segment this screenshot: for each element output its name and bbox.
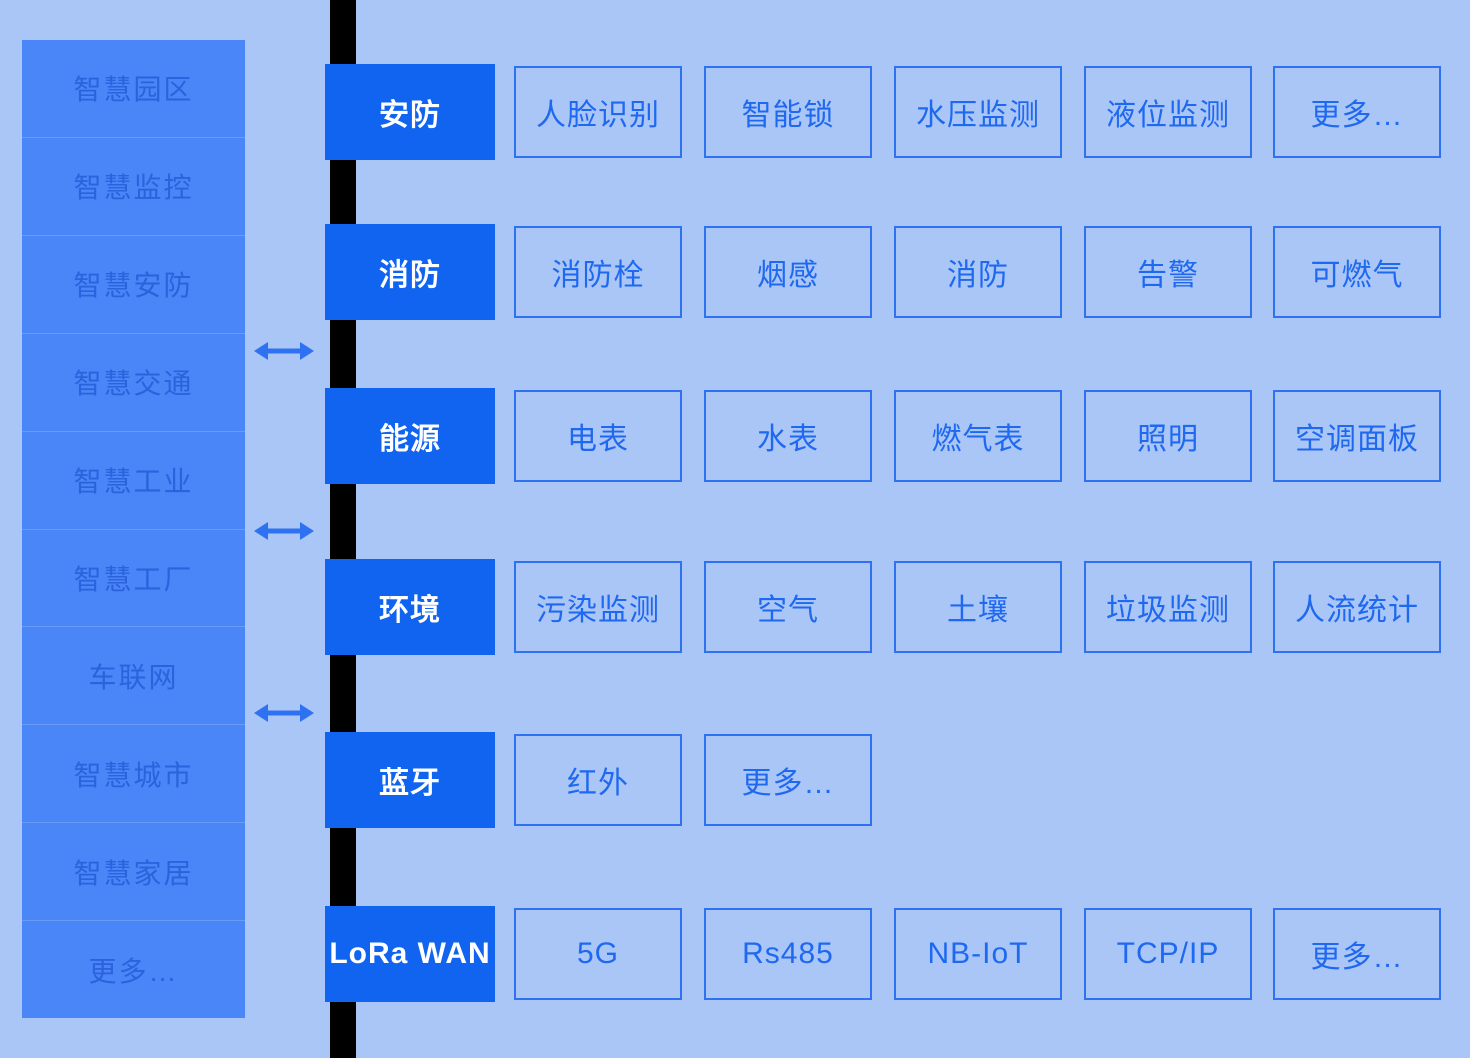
industry-item-5: 智慧工厂	[22, 529, 245, 628]
category-button-5: LoRa WAN	[325, 906, 495, 1002]
node-box-5-4: 更多…	[1273, 908, 1441, 1000]
node-box-2-4: 空调面板	[1273, 390, 1441, 482]
node-box-4-0: 红外	[514, 734, 682, 826]
category-button-1: 消防	[325, 224, 495, 320]
node-box-3-0: 污染监测	[514, 561, 682, 653]
double-arrow-icon	[252, 336, 316, 366]
industry-item-6: 车联网	[22, 627, 245, 726]
node-box-0-1: 智能锁	[704, 66, 872, 158]
category-button-3: 环境	[325, 559, 495, 655]
node-box-5-2: NB-IoT	[894, 908, 1062, 1000]
node-box-2-3: 照明	[1084, 390, 1252, 482]
category-button-2: 能源	[325, 388, 495, 484]
category-button-0: 安防	[325, 64, 495, 160]
node-box-0-3: 液位监测	[1084, 66, 1252, 158]
node-box-3-2: 土壤	[894, 561, 1062, 653]
industry-item-9: 更多…	[22, 921, 245, 1019]
node-box-3-4: 人流统计	[1273, 561, 1441, 653]
double-arrow-icon	[252, 698, 316, 728]
backbone-bar	[330, 0, 356, 1058]
node-box-5-0: 5G	[514, 908, 682, 1000]
node-box-1-0: 消防栓	[514, 226, 682, 318]
node-box-3-1: 空气	[704, 561, 872, 653]
node-box-2-1: 水表	[704, 390, 872, 482]
node-box-1-1: 烟感	[704, 226, 872, 318]
industry-item-2: 智慧安防	[22, 235, 245, 334]
double-arrow-icon	[252, 516, 316, 546]
node-box-5-1: Rs485	[704, 908, 872, 1000]
node-box-2-2: 燃气表	[894, 390, 1062, 482]
node-box-0-2: 水压监测	[894, 66, 1062, 158]
node-box-1-3: 告警	[1084, 226, 1252, 318]
industry-item-1: 智慧监控	[22, 137, 245, 236]
category-button-4: 蓝牙	[325, 732, 495, 828]
node-box-2-0: 电表	[514, 390, 682, 482]
industry-item-3: 智慧交通	[22, 333, 245, 432]
node-box-5-3: TCP/IP	[1084, 908, 1252, 1000]
industry-item-8: 智慧家居	[22, 823, 245, 922]
industry-list: 智慧园区智慧监控智慧安防智慧交通智慧工业智慧工厂车联网智慧城市智慧家居更多…	[22, 40, 245, 1019]
node-box-1-4: 可燃气	[1273, 226, 1441, 318]
node-box-1-2: 消防	[894, 226, 1062, 318]
node-box-0-0: 人脸识别	[514, 66, 682, 158]
industry-item-0: 智慧园区	[22, 40, 245, 138]
node-box-3-3: 垃圾监测	[1084, 561, 1252, 653]
industry-item-4: 智慧工业	[22, 431, 245, 530]
node-box-0-4: 更多…	[1273, 66, 1441, 158]
industry-item-7: 智慧城市	[22, 725, 245, 824]
node-box-4-1: 更多…	[704, 734, 872, 826]
